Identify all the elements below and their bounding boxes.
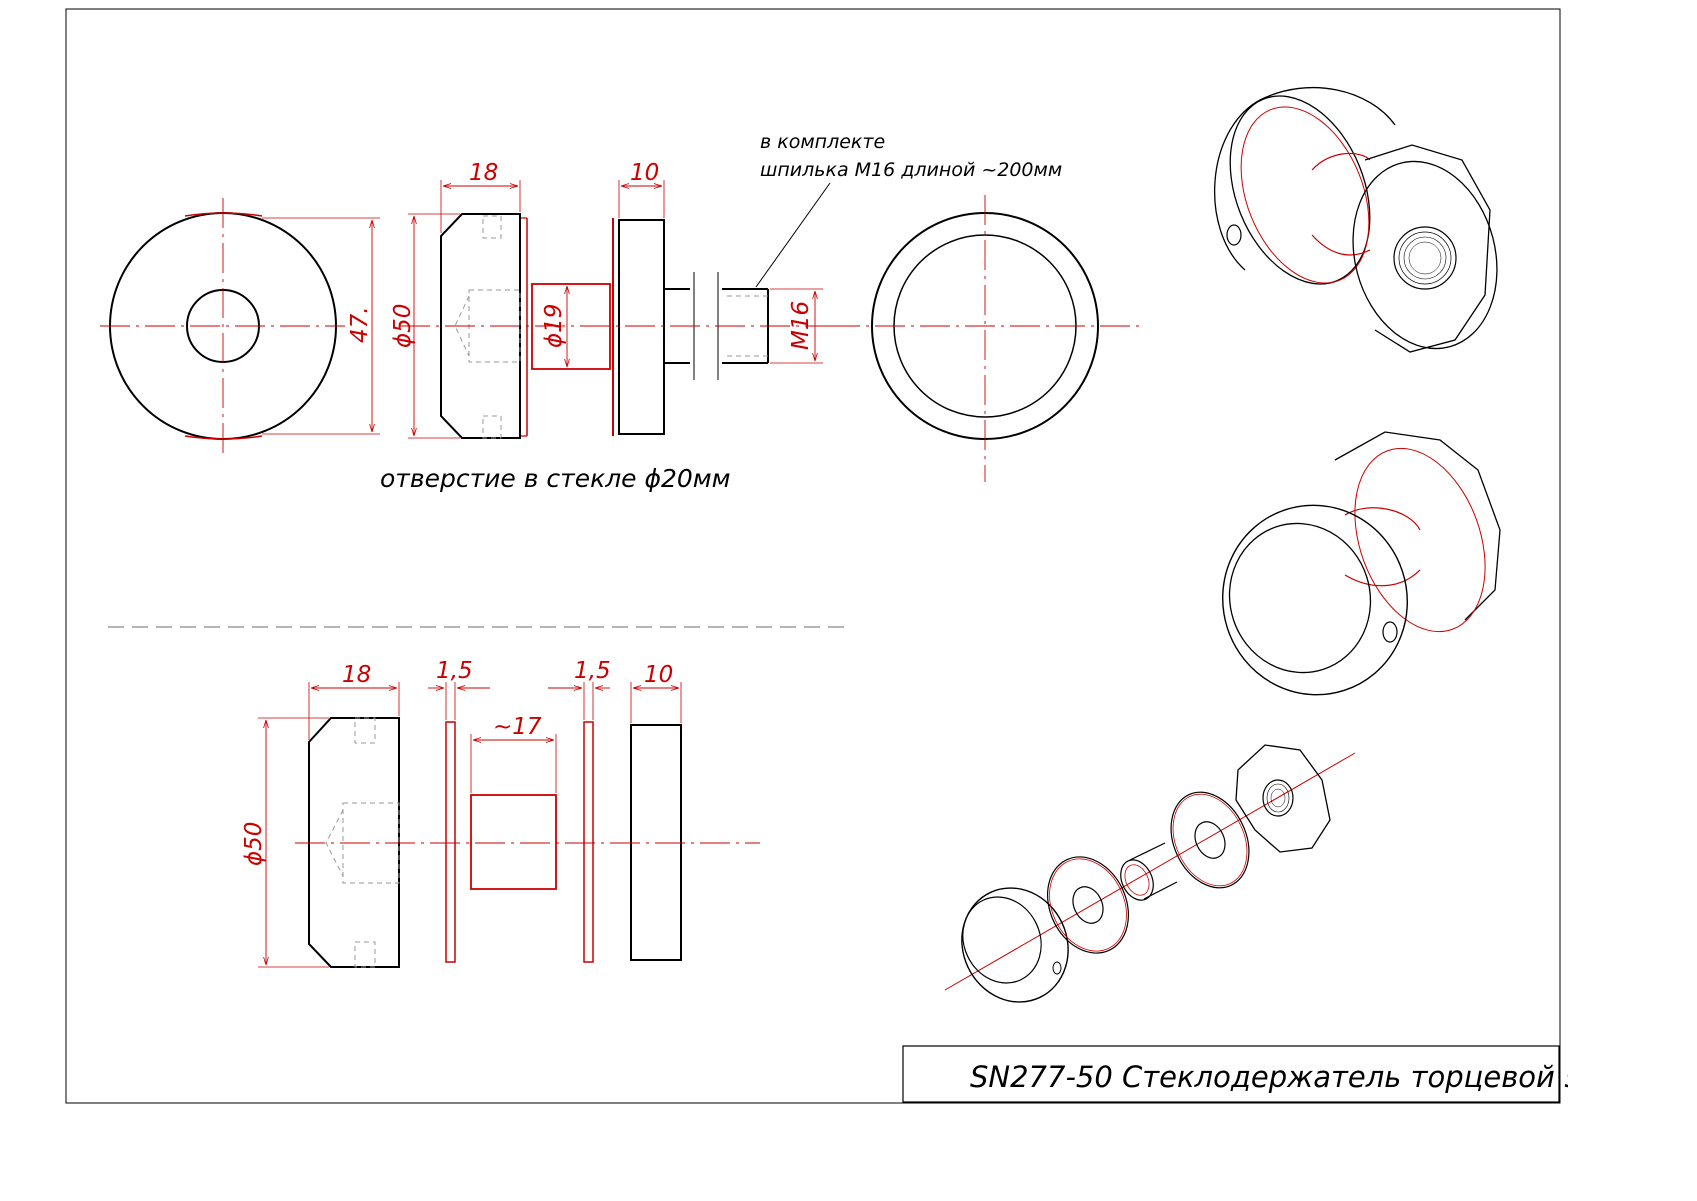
bottom-nut-width-label: 10 <box>644 662 673 688</box>
spacer-length-label: ~17 <box>493 714 542 740</box>
washer2-label: 1,5 <box>574 658 611 684</box>
technical-drawing: 47. 18 <box>65 8 1568 1104</box>
kit-note-line2: шпилька М16 длиной ~200мм <box>760 159 1062 181</box>
kit-note-line1: в комплекте <box>760 131 885 153</box>
spacer-diameter-label: ϕ19 <box>541 304 567 348</box>
title-block <box>902 1045 1560 1103</box>
exploded-side-view: 18 1,5 1,5 10 ~17 ϕ50 <box>241 658 760 968</box>
glass-hole-note: отверстие в стекле ϕ20мм <box>380 464 731 493</box>
top-cap-width-label: 18 <box>469 160 498 186</box>
isometric-view-middle <box>1222 431 1501 696</box>
front-diameter-label: 47. <box>347 306 373 343</box>
washer1-label: 1,5 <box>436 658 473 684</box>
drawing-title: SN277-50 Стеклодержатель торцевой 50мм <box>970 1060 1568 1094</box>
back-view <box>830 195 1140 482</box>
front-view: 47. <box>100 198 380 455</box>
isometric-view-top <box>1214 87 1498 353</box>
side-view: 18 10 ϕ50 ϕ19 М16 в комплекте шпилька М1… <box>380 131 1062 493</box>
side-diameter-label: ϕ50 <box>390 304 416 348</box>
drawing-frame <box>65 8 1561 1104</box>
bottom-diameter-label: ϕ50 <box>241 822 267 866</box>
thread-label: М16 <box>788 301 814 350</box>
isometric-exploded-view <box>944 744 1356 1003</box>
bottom-cap-width-label: 18 <box>342 662 371 688</box>
top-nut-width-label: 10 <box>630 160 659 186</box>
